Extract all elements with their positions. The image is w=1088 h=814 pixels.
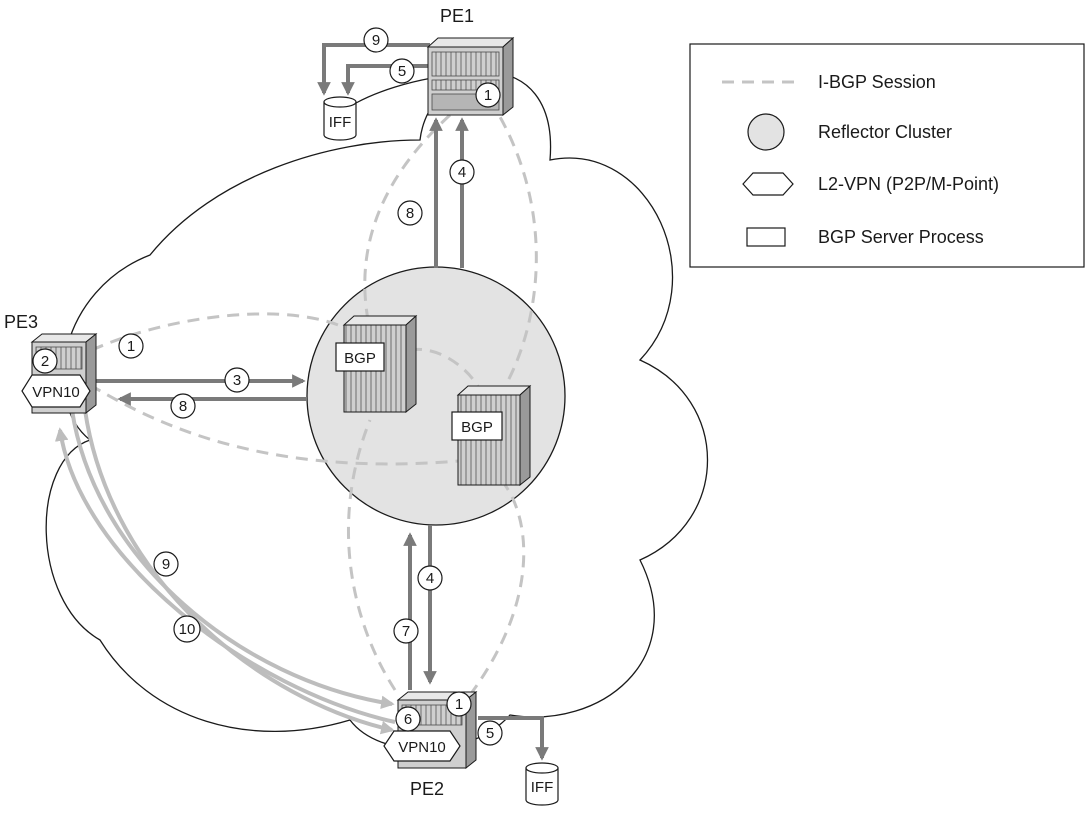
svg-text:1: 1 (127, 338, 135, 355)
ibgp-session-bgp1-bgp2 (409, 347, 482, 391)
svg-text:1: 1 (455, 696, 463, 713)
svg-text:BGP Server Process: BGP Server Process (818, 227, 984, 247)
svg-text:IFF: IFF (329, 114, 352, 131)
ibgp-session-pe2-bgp2 (468, 484, 526, 696)
ibgp-session-pe3-bgp1 (91, 312, 351, 352)
router-pe1 (426, 36, 515, 117)
step-badge-pe3-pe2-9: 9 (153, 551, 179, 577)
step-badge-pe2-6: 6 (395, 706, 421, 732)
svg-text:8: 8 (179, 398, 187, 415)
route-reflector-2: BGP (451, 384, 532, 487)
svg-text:L2-VPN (P2P/M-Point): L2-VPN (P2P/M-Point) (818, 174, 999, 194)
step-badge-pe2-1: 1 (446, 691, 472, 717)
arrow-pe3-to-pe2-9 (70, 409, 395, 710)
svg-text:VPN10: VPN10 (32, 384, 80, 401)
pe1-iff-connector (355, 77, 433, 104)
svg-text:7: 7 (402, 623, 410, 640)
legend: I-BGP Session Reflector Cluster L2-VPN (… (689, 43, 1085, 268)
ibgp-session-pe1-bgp2 (488, 99, 538, 396)
svg-text:8: 8 (406, 205, 414, 222)
legend-item-server: BGP Server Process (746, 227, 984, 247)
svg-text:1: 1 (484, 87, 492, 104)
ibgp-sessions (89, 99, 538, 696)
legend-item-cluster: Reflector Cluster (747, 113, 952, 151)
route-reflector-1: BGP (335, 314, 418, 414)
svg-text:BGP: BGP (344, 350, 376, 367)
ibgp-session-pe1-bgp1 (363, 113, 452, 331)
svg-text:2: 2 (41, 353, 49, 370)
svg-text:9: 9 (162, 556, 170, 573)
ibgp-session-pe3-bgp2 (89, 383, 471, 466)
vpn-pe2: VPN10 (383, 730, 461, 762)
step-badge-pe3-2: 2 (32, 348, 58, 374)
svg-text:10: 10 (179, 621, 196, 638)
step-badge-pe1-down-4: 4 (449, 159, 475, 185)
pe1-label: PE1 (440, 6, 474, 26)
svg-text:5: 5 (398, 63, 406, 80)
legend-swatch-cluster (747, 113, 785, 151)
step-badge-pe2-down-4: 4 (417, 565, 443, 591)
pe2-label: PE2 (410, 779, 444, 799)
step-badge-pe3-right-3: 3 (224, 367, 250, 393)
arrow-pe2-to-iff-5 (478, 716, 549, 761)
legend-item-l2vpn: L2-VPN (P2P/M-Point) (742, 172, 999, 196)
svg-text:VPN10: VPN10 (398, 739, 446, 756)
iff-database-pe2: IFF (525, 762, 559, 806)
step-badge-pe1-out-9: 9 (363, 27, 389, 53)
step-badge-pe2-up-7: 7 (393, 618, 419, 644)
arrow-pe2-to-pe3-9 (54, 427, 396, 724)
legend-swatch-server (746, 227, 786, 247)
svg-text:IFF: IFF (531, 779, 554, 796)
legend-swatch-l2vpn (742, 172, 794, 196)
svg-text:5: 5 (486, 725, 494, 742)
svg-text:BGP: BGP (461, 419, 493, 436)
pe3-label: PE3 (4, 312, 38, 332)
iff-database-pe1: IFF (323, 96, 357, 141)
legend-item-ibgp: I-BGP Session (722, 72, 936, 92)
step-badge-pe3-1: 1 (118, 333, 144, 359)
svg-text:Reflector Cluster: Reflector Cluster (818, 122, 952, 142)
svg-text:9: 9 (372, 32, 380, 49)
step-badge-pe1-up-8: 8 (397, 200, 423, 226)
svg-text:4: 4 (458, 164, 466, 181)
step-badge-pe1-out-5: 5 (389, 58, 415, 84)
step-badge-pe3-pe2-10: 10 (173, 615, 201, 643)
ibgp-session-pe2-bgp1 (346, 419, 397, 691)
svg-text:I-BGP Session: I-BGP Session (818, 72, 936, 92)
step-badge-pe2-out-5: 5 (477, 720, 503, 746)
step-badge-pe3-left-8: 8 (170, 393, 196, 419)
vpn-pe3: VPN10 (21, 374, 91, 408)
svg-text:3: 3 (233, 372, 241, 389)
svg-text:6: 6 (404, 711, 412, 728)
step-badge-pe1-1: 1 (475, 82, 501, 108)
svg-text:4: 4 (426, 570, 434, 587)
arrow-pe1-to-iff-9 (317, 43, 430, 96)
